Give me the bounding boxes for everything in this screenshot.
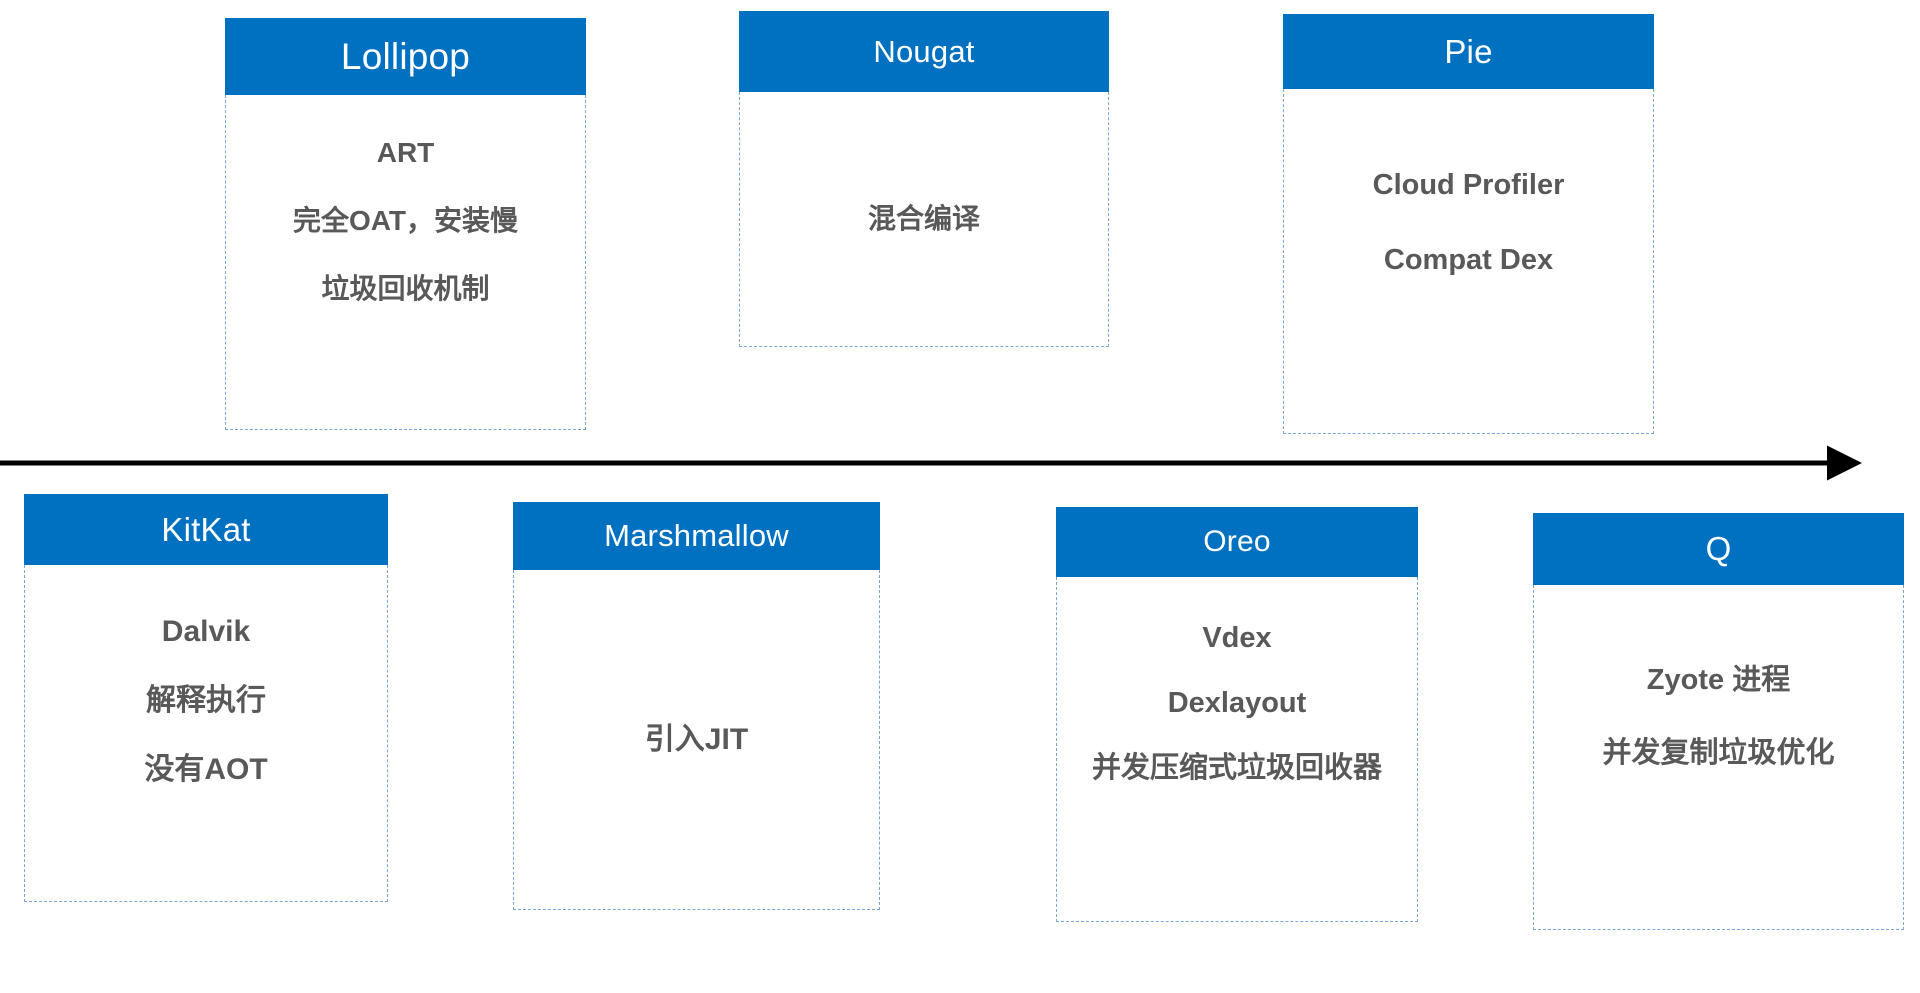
card-body-kitkat: Dalvik 解释执行 没有AOT (24, 565, 388, 902)
card-line: Dexlayout (1167, 687, 1307, 719)
card-header-pie: Pie (1283, 14, 1654, 89)
card-header-oreo: Oreo (1056, 507, 1418, 577)
card-title-q: Q (1705, 530, 1732, 567)
card-title-marshmallow: Marshmallow (604, 518, 789, 553)
card-line: Vdex (1202, 622, 1272, 654)
card-header-nougat: Nougat (739, 11, 1109, 92)
card-line: Zyote 进程 (1646, 664, 1791, 696)
card-line: 垃圾回收机制 (321, 273, 490, 304)
card-header-q: Q (1533, 513, 1904, 585)
card-q[interactable]: Q Zyote 进程 并发复制垃圾优化 (1533, 513, 1904, 930)
card-header-marshmallow: Marshmallow (513, 502, 880, 570)
timeline-arrow (0, 445, 1863, 481)
card-kitkat[interactable]: KitKat Dalvik 解释执行 没有AOT (24, 494, 388, 902)
card-line: 解释执行 (146, 684, 266, 717)
card-body-q: Zyote 进程 并发复制垃圾优化 (1533, 585, 1904, 930)
card-pie[interactable]: Pie Cloud Profiler Compat Dex (1283, 14, 1654, 434)
card-line: Cloud Profiler (1372, 169, 1565, 201)
card-body-lollipop: ART 完全OAT，安装慢 垃圾回收机制 (225, 95, 586, 430)
card-line: 混合编译 (867, 203, 980, 234)
card-marshmallow[interactable]: Marshmallow 引入JIT (513, 502, 880, 910)
card-line: 并发压缩式垃圾回收器 (1091, 752, 1382, 784)
card-line: 完全OAT，安装慢 (292, 205, 519, 236)
card-title-kitkat: KitKat (161, 510, 251, 548)
card-header-lollipop: Lollipop (225, 18, 586, 95)
card-nougat[interactable]: Nougat 混合编译 (739, 11, 1109, 347)
card-line: ART (376, 137, 435, 168)
card-line: Compat Dex (1383, 244, 1554, 276)
card-lollipop[interactable]: Lollipop ART 完全OAT，安装慢 垃圾回收机制 (225, 18, 586, 430)
card-title-oreo: Oreo (1203, 525, 1271, 558)
card-header-kitkat: KitKat (24, 494, 388, 565)
card-title-pie: Pie (1444, 32, 1493, 70)
card-line: Dalvik (161, 615, 251, 648)
card-line: 没有AOT (144, 753, 268, 786)
card-line: 并发复制垃圾优化 (1602, 737, 1835, 769)
card-body-nougat: 混合编译 (739, 92, 1109, 347)
card-oreo[interactable]: Oreo Vdex Dexlayout 并发压缩式垃圾回收器 (1056, 507, 1418, 922)
card-body-pie: Cloud Profiler Compat Dex (1283, 89, 1654, 434)
card-title-nougat: Nougat (873, 33, 975, 69)
card-title-lollipop: Lollipop (340, 35, 471, 77)
card-body-oreo: Vdex Dexlayout 并发压缩式垃圾回收器 (1056, 577, 1418, 922)
card-line: 引入JIT (644, 722, 749, 756)
card-body-marshmallow: 引入JIT (513, 570, 880, 910)
